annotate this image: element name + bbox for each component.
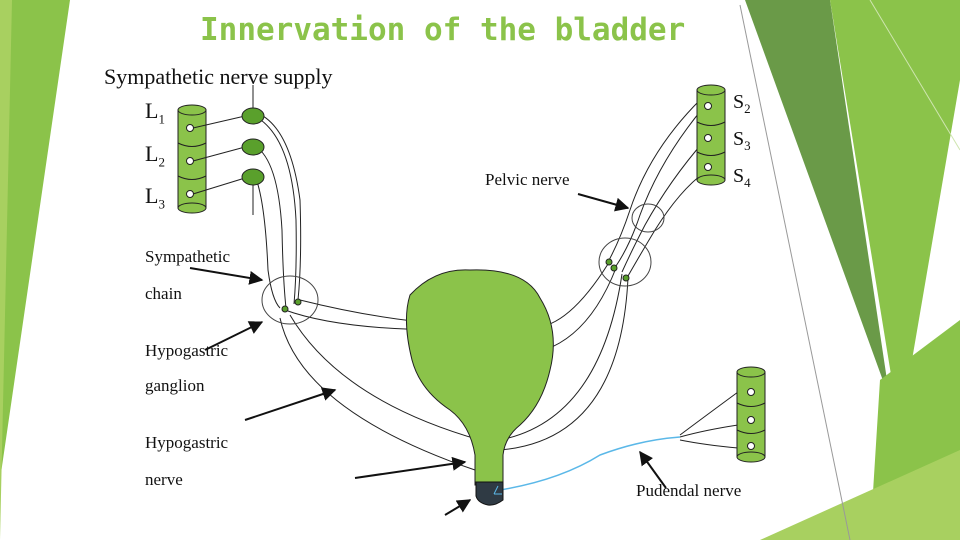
sympathetic-chain-label-line1: Sympathetic bbox=[145, 247, 230, 266]
hypogastric-ganglion-label-line1: Hypogastric bbox=[145, 341, 229, 360]
sacral-cord bbox=[696, 84, 726, 186]
sympathetic-ganglia bbox=[241, 107, 265, 186]
sphincter bbox=[475, 481, 504, 506]
hypogastric-nerve-arrow bbox=[244, 387, 337, 421]
ganglion-outlines bbox=[261, 203, 665, 325]
pudendal-cord bbox=[736, 366, 766, 463]
pelvic-nerve-label: Pelvic nerve bbox=[485, 170, 570, 189]
page-title: Innervation of the bladder bbox=[200, 12, 686, 48]
nerve-fibers bbox=[254, 99, 739, 471]
lumbar-cord bbox=[177, 104, 246, 214]
pudendal-nerve-line bbox=[499, 436, 681, 491]
sympathetic-chain-label-line2: chain bbox=[145, 284, 182, 303]
pudendal-nerve-arrow bbox=[639, 450, 667, 489]
bladder-neck-arrow bbox=[354, 456, 467, 479]
sphincter-nerve-tick bbox=[493, 485, 502, 495]
pudendal-nerve-label: Pudendal nerve bbox=[636, 481, 742, 500]
l3-label: L3 bbox=[145, 183, 165, 212]
sphincter-arrow bbox=[444, 499, 472, 516]
sympathetic-supply-label: Sympathetic nerve supply bbox=[104, 64, 333, 89]
sympathetic-chain-arrow bbox=[189, 267, 264, 285]
s4-label: S4 bbox=[733, 165, 751, 190]
pelvic-nerve-arrow bbox=[577, 193, 630, 212]
s3-label: S3 bbox=[733, 128, 751, 153]
bladder bbox=[405, 269, 554, 486]
hypogastric-ganglion-label-line2: ganglion bbox=[145, 376, 205, 395]
l1-label: L1 bbox=[145, 98, 165, 127]
pointer-arrows bbox=[189, 193, 667, 516]
hypogastric-nerve-label-line1: Hypogastric bbox=[145, 433, 229, 452]
hypogastric-ganglion-arrow bbox=[204, 321, 264, 351]
l2-label: L2 bbox=[145, 141, 165, 170]
ganglion-dots bbox=[281, 258, 630, 313]
hypogastric-nerve-label-line2: nerve bbox=[145, 470, 183, 489]
s2-label: S2 bbox=[733, 91, 751, 116]
